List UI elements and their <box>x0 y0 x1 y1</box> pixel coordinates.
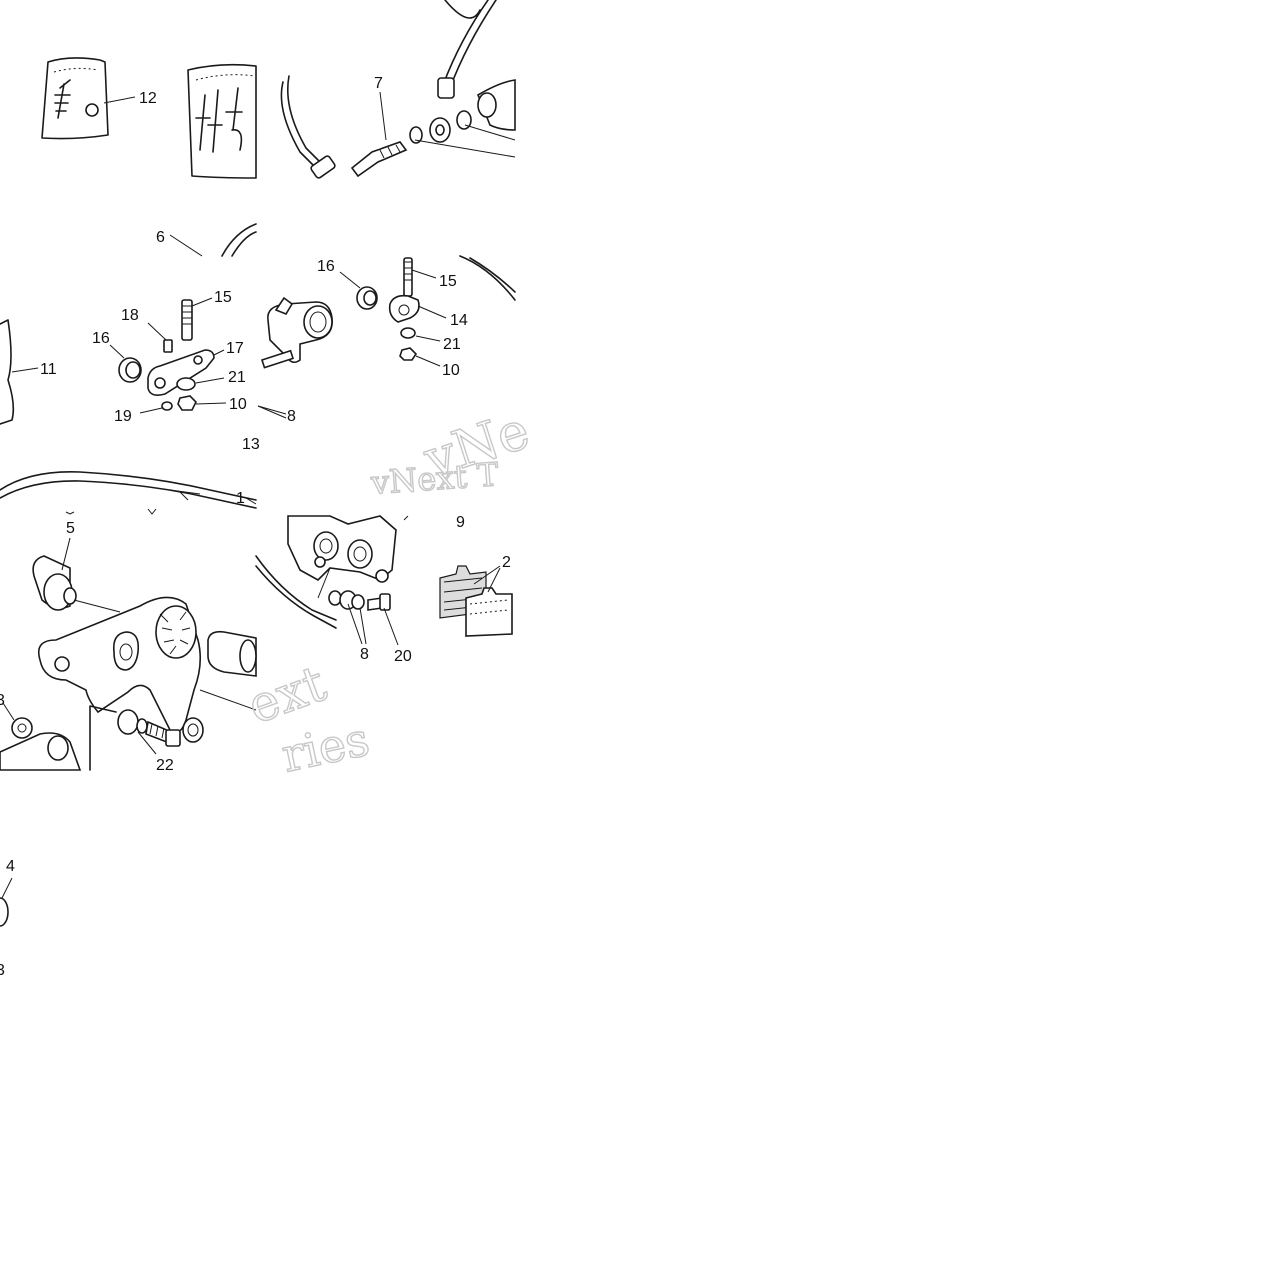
callout-18: 18 <box>121 307 139 324</box>
callout-8a: 8 <box>287 408 296 425</box>
front-reservoir-bracket-parts <box>109 223 257 414</box>
callout-5: 5 <box>66 520 75 537</box>
master-cylinder-section <box>257 255 516 419</box>
callout-3b: 3 <box>0 962 5 979</box>
callout-9: 9 <box>456 514 465 531</box>
watermark-text-2: vNe <box>417 401 537 491</box>
rear-hose-and-caliper-bracket <box>0 471 257 771</box>
callout-16b: 16 <box>317 258 335 275</box>
callout-1: 1 <box>236 490 245 507</box>
callout-8b: 8 <box>360 646 369 663</box>
rear-caliper-and-pads <box>245 497 513 646</box>
callout-20: 20 <box>394 648 412 665</box>
callout-12: 12 <box>139 90 157 107</box>
callout-2: 2 <box>502 554 511 571</box>
callout-10b: 10 <box>442 362 460 379</box>
callout-13: 13 <box>242 436 260 453</box>
callout-16a: 16 <box>92 330 110 347</box>
callout-10a: 10 <box>229 396 247 413</box>
callout-7: 7 <box>374 75 383 92</box>
callout-4: 4 <box>6 858 15 875</box>
callout-11: 11 <box>40 361 57 378</box>
callout-15b: 15 <box>439 273 457 290</box>
callout-22: 22 <box>156 757 174 774</box>
callout-6: 6 <box>156 229 165 246</box>
bolt-kit-bag <box>187 63 257 179</box>
callout-14: 14 <box>450 312 468 329</box>
callout-21b: 21 <box>443 336 461 353</box>
callout-15a: 15 <box>214 289 232 306</box>
reservoir-cover <box>0 319 39 425</box>
bottom-fragment <box>0 877 13 927</box>
brake-hose-assembly <box>280 0 516 179</box>
screw-kit-bag <box>41 57 136 140</box>
callout-3a: 3 <box>0 692 5 709</box>
callout-21a: 21 <box>228 369 246 386</box>
callout-17: 17 <box>226 340 244 357</box>
callout-19: 19 <box>114 408 132 425</box>
rear-reservoir-bracket-parts <box>339 257 447 367</box>
